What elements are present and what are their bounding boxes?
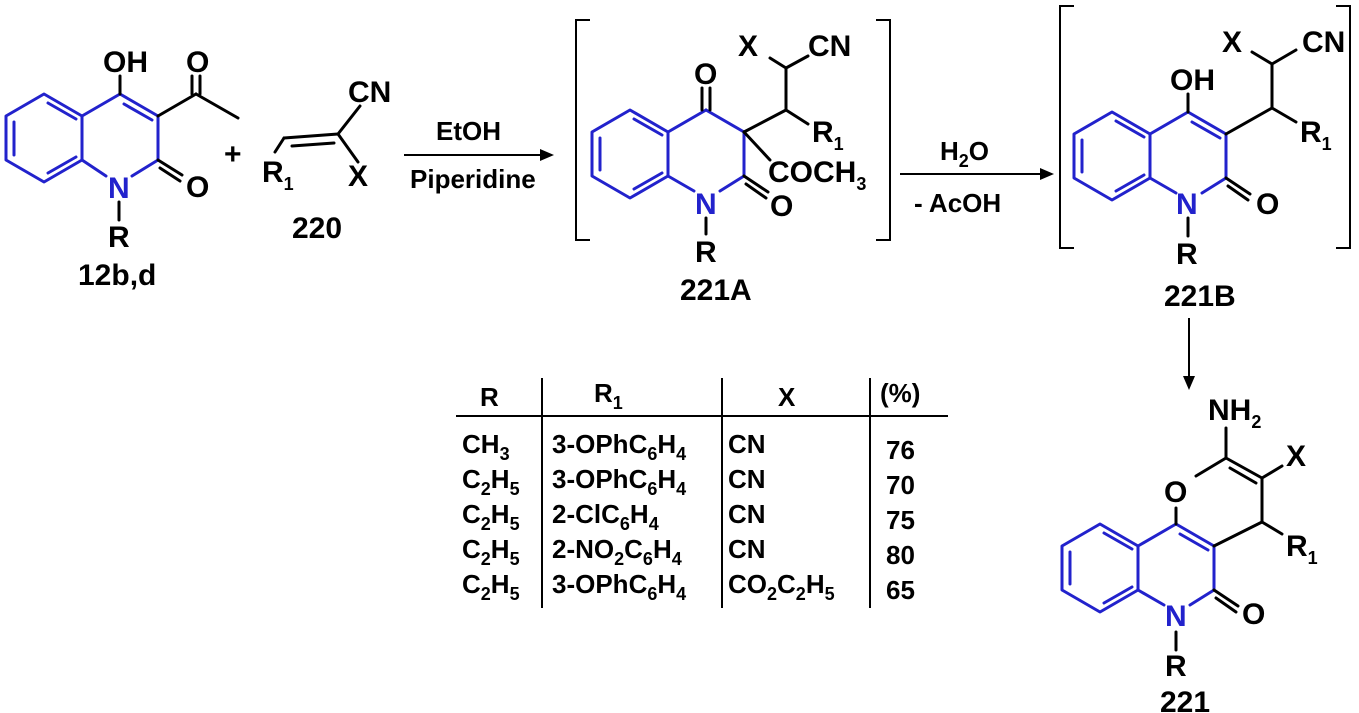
x-label: X bbox=[1286, 440, 1306, 473]
arrow-1-reagent-top: EtOH bbox=[436, 116, 501, 146]
table-cell-yield: 65 bbox=[886, 575, 915, 605]
table-cell-r1: 3-OPhC6H4 bbox=[552, 429, 686, 464]
table-row: C2H5 3-OPhC6H4 CO2C2H5 65 bbox=[462, 569, 915, 605]
table-header-r1: R1 bbox=[594, 378, 623, 413]
x-label: X bbox=[738, 30, 758, 63]
table-cell-x: CO2C2H5 bbox=[728, 569, 835, 604]
table-cell-r: C2H5 bbox=[462, 534, 520, 569]
table-cell-r1: 2-NO2C6H4 bbox=[552, 534, 682, 569]
arrow-2-reagent-bottom: - AcOH bbox=[914, 188, 1001, 218]
table-row: C2H5 2-ClC6H4 CN 75 bbox=[462, 499, 915, 535]
amide-o-label: O bbox=[770, 190, 793, 223]
oh-label: OH bbox=[103, 46, 148, 79]
amide-o-label: O bbox=[1242, 598, 1265, 631]
ring-o-label: O bbox=[1164, 476, 1187, 509]
compound-label-12bd: 12b,d bbox=[78, 259, 156, 292]
compound-label-221b: 221B bbox=[1164, 280, 1236, 313]
acetyl-o-label: O bbox=[186, 46, 209, 79]
table-cell-yield: 76 bbox=[886, 435, 915, 465]
coch3-label: COCH3 bbox=[768, 156, 866, 194]
r-label: R bbox=[695, 236, 717, 269]
reaction-arrow-1: EtOH Piperidine bbox=[404, 116, 554, 194]
x-label: X bbox=[348, 160, 368, 193]
table-cell-r: C2H5 bbox=[462, 569, 520, 604]
reactant-220: CN X R1 220 bbox=[262, 76, 391, 245]
r-label: R bbox=[1176, 238, 1198, 271]
table-cell-x: CN bbox=[728, 499, 766, 529]
plus-sign: + bbox=[224, 138, 242, 171]
table-cell-x: CN bbox=[728, 464, 766, 494]
compound-label-221: 221 bbox=[1160, 686, 1210, 713]
nitrogen-label: N bbox=[108, 172, 130, 205]
r1-label: R1 bbox=[1286, 530, 1318, 568]
table-cell-r1: 3-OPhC6H4 bbox=[552, 569, 686, 604]
compound-label-221a: 221A bbox=[680, 274, 752, 307]
cn-label: CN bbox=[348, 76, 391, 109]
compound-label-220: 220 bbox=[292, 212, 342, 245]
nitrogen-label: N bbox=[695, 188, 717, 221]
nh2-label: NH2 bbox=[1208, 394, 1261, 432]
nitrogen-label: N bbox=[1165, 600, 1187, 633]
table-cell-x: CN bbox=[728, 429, 766, 459]
table-row: C2H5 3-OPhC6H4 CN 70 bbox=[462, 464, 915, 500]
reaction-arrow-3 bbox=[1183, 318, 1195, 390]
amide-o-label: O bbox=[186, 171, 209, 204]
table-cell-r: C2H5 bbox=[462, 499, 520, 534]
x-label: X bbox=[1222, 26, 1242, 59]
oh-label: OH bbox=[1170, 64, 1215, 97]
r1-label: R1 bbox=[262, 156, 294, 194]
table-cell-yield: 75 bbox=[886, 505, 915, 535]
table-header-r: R bbox=[480, 382, 499, 412]
table-cell-x: CN bbox=[728, 534, 766, 564]
amide-o-label: O bbox=[1256, 188, 1279, 221]
intermediate-221b: OH X CN R1 O N R 221B bbox=[1059, 5, 1351, 313]
r-label: R bbox=[108, 221, 130, 254]
cn-label: CN bbox=[1302, 26, 1345, 59]
table-header-yield: (%) bbox=[880, 378, 920, 408]
table-header-x: X bbox=[778, 382, 796, 412]
table-cell-r1: 2-ClC6H4 bbox=[552, 499, 659, 534]
table-cell-yield: 70 bbox=[886, 470, 915, 500]
reactant-12bd: OH O O N R 12b,d bbox=[4, 46, 240, 292]
r-label: R bbox=[1165, 650, 1187, 683]
arrow-2-reagent-top: H2O bbox=[940, 136, 989, 171]
table-cell-r1: 3-OPhC6H4 bbox=[552, 464, 686, 499]
intermediate-221a: O X CN R1 COCH3 O N R 221A bbox=[575, 19, 891, 307]
table-row: CH3 3-OPhC6H4 CN 76 bbox=[462, 429, 915, 465]
table-cell-r: C2H5 bbox=[462, 464, 520, 499]
table-row: C2H5 2-NO2C6H4 CN 80 bbox=[462, 534, 915, 570]
table-cell-r: CH3 bbox=[462, 429, 510, 464]
table-cell-yield: 80 bbox=[886, 540, 915, 570]
ketone-o-label: O bbox=[694, 58, 717, 91]
r1-label: R1 bbox=[812, 116, 844, 154]
arrow-1-reagent-bottom: Piperidine bbox=[410, 164, 536, 194]
r1-label: R1 bbox=[1300, 116, 1332, 154]
nitrogen-label: N bbox=[1176, 188, 1198, 221]
cn-label: CN bbox=[808, 30, 851, 63]
product-221: NH2 X O R1 O N R 221 bbox=[1060, 394, 1318, 713]
reaction-arrow-2: H2O - AcOH bbox=[900, 136, 1054, 218]
